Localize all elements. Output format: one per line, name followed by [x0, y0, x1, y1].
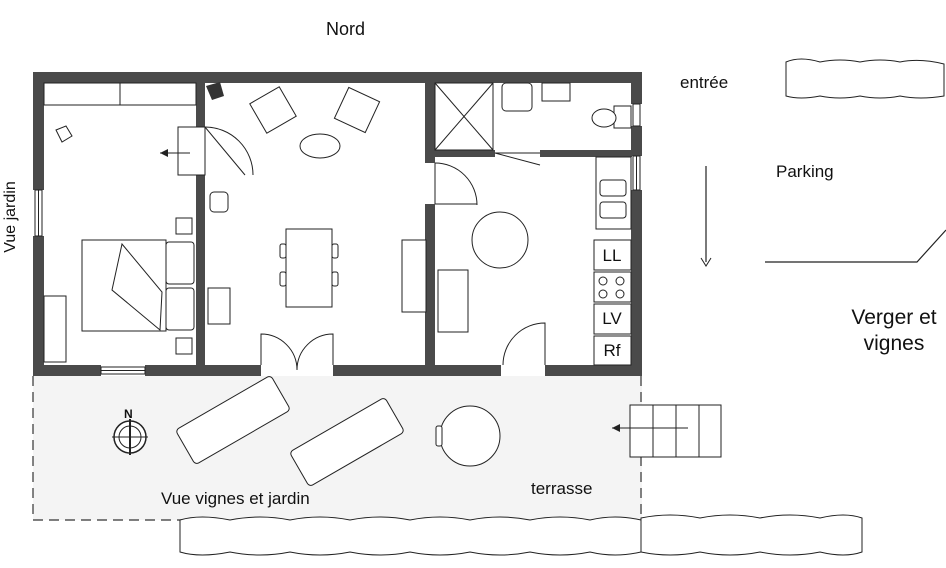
doors — [160, 126, 546, 371]
hedges — [179, 58, 945, 556]
windows — [34, 103, 641, 375]
terrace-furniture — [176, 376, 722, 486]
garden-view-label: Vue jardin — [2, 181, 19, 253]
parking-area — [700, 166, 946, 267]
bathroom-fixtures — [434, 82, 632, 151]
kitchen-furniture — [437, 156, 632, 366]
bedroom-furniture — [43, 82, 231, 363]
compass-north-letter: N — [124, 407, 133, 421]
dishwasher-label: LV — [602, 309, 622, 328]
north-label: Nord — [326, 19, 366, 39]
orchard-label: Verger et vignes — [851, 306, 937, 355]
washing-machine-label: LL — [602, 246, 622, 265]
living-furniture — [206, 82, 427, 313]
parking-label: Parking — [776, 162, 834, 181]
terrace-label: terrasse — [531, 479, 593, 498]
fridge-label: Rf — [603, 341, 621, 360]
vines-garden-view-label: Vue vignes et jardin — [161, 489, 310, 508]
compass-rose — [112, 419, 148, 455]
outer-walls — [33, 72, 642, 376]
interior-walls — [196, 83, 632, 365]
entrance-label: entrée — [680, 73, 729, 92]
